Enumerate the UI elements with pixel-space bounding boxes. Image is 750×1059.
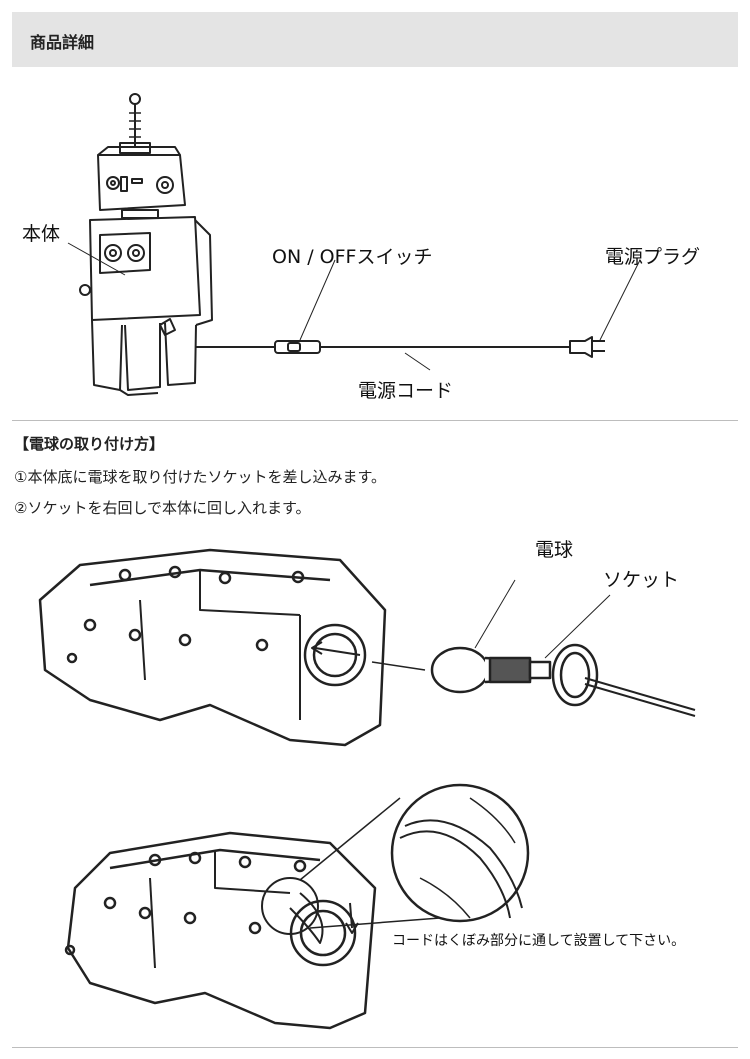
robot-lamp-illustration — [67, 93, 641, 396]
install-heading: 【電球の取り付け方】 — [14, 435, 165, 453]
socket-insert-illustration — [38, 548, 696, 747]
section-title: 商品詳細 — [30, 33, 95, 52]
cord-routing-illustration — [64, 783, 530, 1030]
section-divider — [12, 420, 738, 421]
socket-label: ソケット — [603, 569, 680, 591]
install-step-1: ①本体底に電球を取り付けたソケットを差し込みます。 — [14, 468, 386, 486]
install-step-2: ②ソケットを右回しで本体に回し入れます。 — [14, 499, 311, 517]
bottom-divider — [12, 1047, 738, 1048]
cord-label: 電源コード — [358, 380, 454, 402]
section-header: 商品詳細 — [12, 12, 738, 67]
plug-label: 電源プラグ — [605, 246, 701, 268]
switch-label: ON / OFFスイッチ — [272, 246, 433, 268]
bulb-label: 電球 — [535, 539, 574, 561]
cord-note: コードはくぼみ部分に通して設置して下さい。 — [392, 933, 686, 949]
body-label: 本体 — [22, 223, 61, 245]
